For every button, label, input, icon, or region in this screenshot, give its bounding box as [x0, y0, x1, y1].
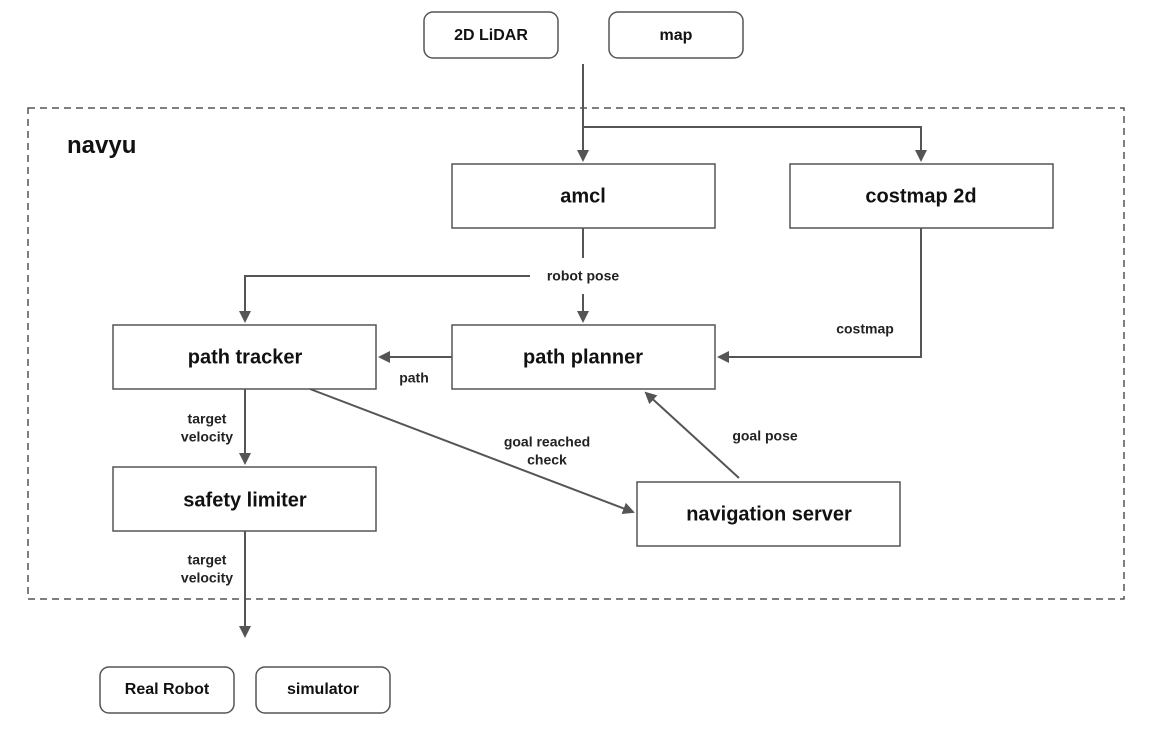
output-real-robot-label: Real Robot — [125, 681, 210, 698]
edge-label-target-velocity-1-line2: velocity — [181, 429, 233, 445]
output-real-robot[interactable]: Real Robot — [99, 666, 235, 714]
input-map[interactable]: map — [608, 11, 744, 59]
edge-inputs-to-costmap — [583, 126, 927, 162]
edge-label-target-velocity-2-line2: velocity — [181, 570, 233, 586]
node-safety-limiter-label: safety limiter — [183, 489, 307, 511]
input-map-box — [608, 11, 744, 59]
node-path-tracker-label: path tracker — [188, 346, 303, 368]
edge-label-costmap: costmap — [836, 321, 894, 337]
edge-nav-server-to-planner — [644, 391, 740, 479]
navyu-group: navyu — [27, 107, 1125, 600]
node-path-planner[interactable]: path planner — [451, 324, 716, 390]
edge-label-goal-pose: goal pose — [732, 428, 798, 444]
node-navigation-server-box — [636, 481, 901, 547]
node-safety-limiter-box — [112, 466, 377, 532]
input-map-label: map — [660, 27, 693, 44]
node-path-planner-box — [451, 324, 716, 390]
navyu-group-label: navyu — [67, 132, 136, 159]
node-costmap[interactable]: costmap 2d — [789, 163, 1054, 229]
input-lidar-label: 2D LiDAR — [454, 27, 528, 44]
edge-label-robot-pose: robot pose — [547, 268, 620, 284]
node-costmap-label: costmap 2d — [865, 185, 976, 207]
node-safety-limiter[interactable]: safety limiter — [112, 466, 377, 532]
node-path-tracker[interactable]: path tracker — [112, 324, 377, 390]
edge-tracker-to-nav-server — [309, 388, 635, 515]
output-simulator[interactable]: simulator — [255, 666, 391, 714]
output-simulator-box — [255, 666, 391, 714]
edge-label-target-velocity-1-line1: target — [188, 411, 227, 427]
navyu-group-border — [27, 107, 1125, 600]
node-navigation-server-label: navigation server — [686, 503, 852, 525]
edge-robot-pose-to-tracker — [239, 275, 530, 323]
input-lidar[interactable]: 2D LiDAR — [423, 11, 559, 59]
edge-label-path: path — [399, 370, 429, 386]
output-simulator-label: simulator — [287, 681, 359, 698]
input-lidar-box — [423, 11, 559, 59]
edge-label-goal-reached-line1: goal reached — [504, 434, 590, 450]
node-navigation-server[interactable]: navigation server — [636, 481, 901, 547]
node-costmap-box — [789, 163, 1054, 229]
edge-label-target-velocity-2-line1: target — [188, 552, 227, 568]
edge-label-goal-reached-line2: check — [527, 452, 567, 468]
node-path-tracker-box — [112, 324, 377, 390]
node-path-planner-label: path planner — [523, 346, 643, 368]
output-real-robot-box — [99, 666, 235, 714]
node-amcl[interactable]: amcl — [451, 163, 716, 229]
node-amcl-label: amcl — [560, 185, 606, 207]
edge-costmap-to-planner — [717, 228, 922, 363]
